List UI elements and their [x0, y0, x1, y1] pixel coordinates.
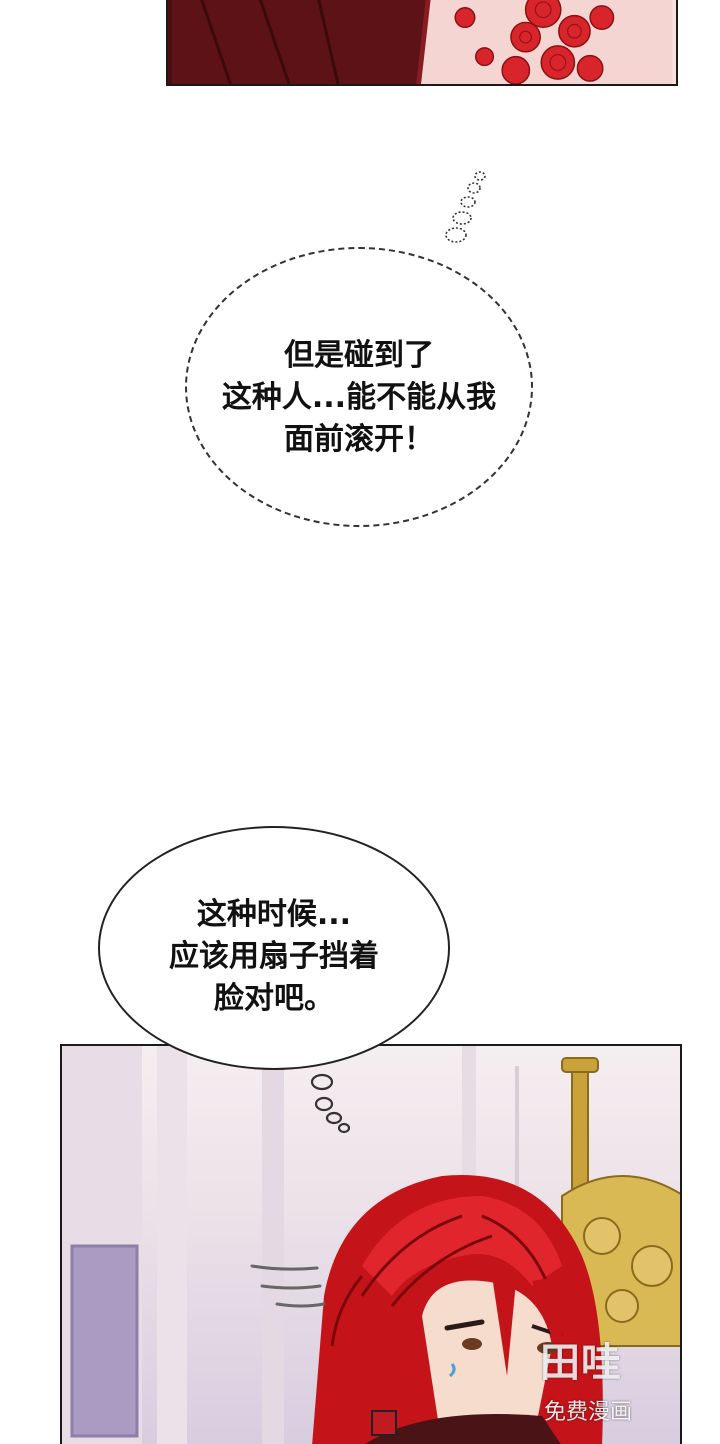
- speech-bubble-text: 这种时候... 应该用扇子挡着 脸对吧。: [100, 894, 448, 1020]
- roses-illustration: [171, 0, 673, 84]
- thought-trail-dots: [445, 171, 486, 243]
- speech-line-1: 这种时候...: [196, 897, 352, 932]
- thought-line-2: 这种人...能不能从我: [221, 380, 497, 415]
- character-illustration: [62, 1046, 680, 1444]
- thought-line-1: 但是碰到了: [284, 338, 434, 373]
- watermark-subtitle: 免费漫画: [544, 1400, 633, 1425]
- speech-bubble: 这种时候... 应该用扇子挡着 脸对吧。: [98, 826, 450, 1070]
- bottom-panel-image: [60, 1044, 682, 1444]
- speech-line-3: 脸对吧。: [214, 981, 334, 1016]
- watermark-logo: 田哇: [540, 1340, 622, 1386]
- speech-line-2: 应该用扇子挡着: [169, 939, 379, 974]
- thought-bubble: 但是碰到了 这种人...能不能从我 面前滚开！: [185, 247, 533, 527]
- thought-line-3: 面前滚开！: [284, 422, 434, 457]
- watermark: 田哇 免费漫画: [540, 1330, 660, 1430]
- thought-bubble-text: 但是碰到了 这种人...能不能从我 面前滚开！: [187, 335, 531, 461]
- top-panel-image: [166, 0, 678, 86]
